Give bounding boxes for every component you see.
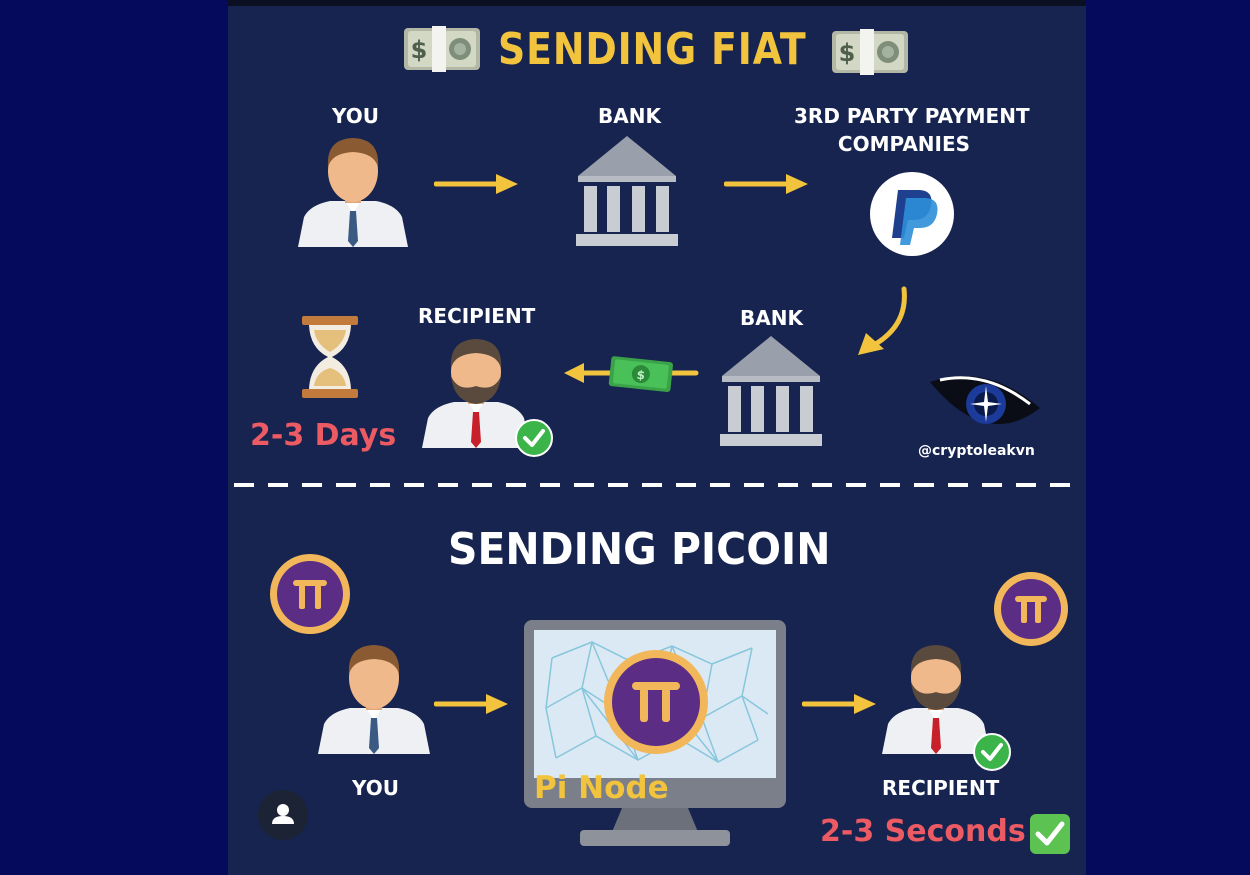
picoin-title: SENDING PICOIN	[448, 524, 831, 575]
fiat-title: SENDING FIAT	[498, 24, 807, 75]
watermark-handle: @cryptoleakvn	[918, 443, 1035, 459]
arrow-right-icon	[434, 174, 518, 194]
check-icon	[515, 419, 553, 457]
label-bank: BANK	[598, 104, 661, 128]
hourglass-icon	[302, 316, 358, 398]
label-third-party-line2: COMPANIES	[837, 132, 971, 156]
label-third-party: 3RD PARTY PAYMENT COMPANIES	[794, 102, 1030, 158]
money-stack-icon: $	[832, 29, 908, 75]
eye-logo-icon	[930, 375, 1040, 425]
label-bank-2: BANK	[740, 306, 803, 330]
fiat-duration: 2-3 Days	[250, 418, 397, 453]
label-you-pi: YOU	[352, 776, 400, 800]
svg-text:$: $	[411, 36, 428, 64]
pi-coin-icon	[270, 554, 350, 634]
paypal-icon	[870, 172, 954, 256]
user-icon	[272, 804, 294, 824]
svg-text:$: $	[636, 368, 646, 383]
label-recipient-pi: RECIPIENT	[882, 776, 1000, 800]
arrow-right-icon	[434, 694, 508, 714]
label-recipient: RECIPIENT	[418, 304, 536, 328]
label-third-party-line1: 3RD PARTY PAYMENT	[794, 104, 1030, 128]
money-stack-icon: $	[404, 26, 480, 72]
monitor-icon	[524, 620, 786, 846]
pi-node-label: Pi Node	[534, 770, 669, 806]
picoin-duration: 2-3 Seconds	[820, 814, 1026, 849]
section-divider	[234, 483, 1078, 487]
label-you: YOU	[332, 104, 380, 128]
check-icon	[973, 733, 1011, 771]
check-box-icon	[1030, 814, 1070, 854]
svg-text:$: $	[839, 39, 856, 67]
bank-icon	[720, 336, 822, 446]
person-recipient-icon	[422, 339, 530, 448]
bank-icon	[576, 136, 678, 246]
person-you-icon	[298, 138, 408, 247]
user-avatar-button[interactable]	[258, 790, 308, 840]
arrow-left-cash-icon: $	[564, 356, 699, 392]
pi-coin-icon	[994, 572, 1068, 646]
arrow-curved-icon	[858, 286, 907, 355]
infographic-panel: $ SENDING FIAT $ YOU BANK 3RD PARTY PAYM…	[228, 0, 1086, 875]
arrow-right-icon	[724, 174, 808, 194]
arrow-right-icon	[802, 694, 876, 714]
person-recipient-icon	[882, 645, 990, 754]
top-border	[228, 0, 1086, 6]
person-you-icon	[318, 645, 430, 754]
